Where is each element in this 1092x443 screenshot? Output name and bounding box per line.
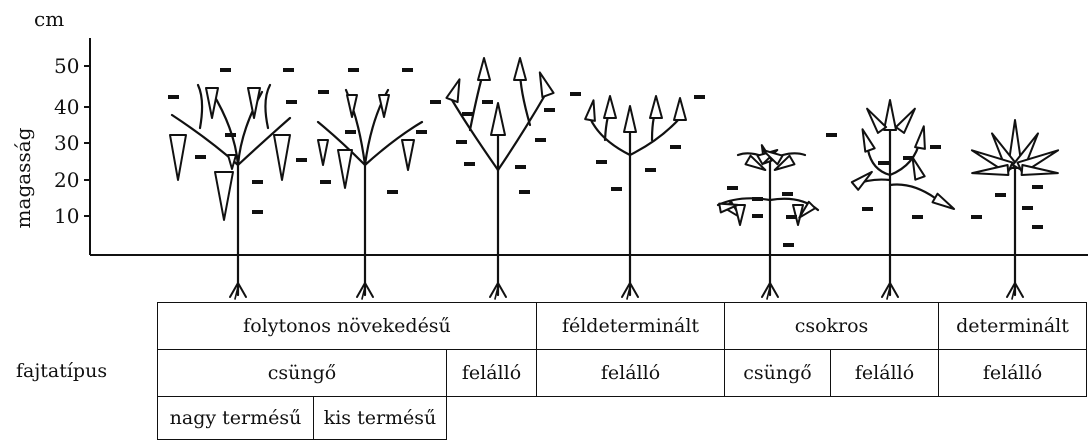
habit-cell-upright-3: felálló — [830, 349, 939, 397]
axis-label: magasság — [11, 127, 35, 228]
growth-cell-determinate: determinált — [938, 302, 1087, 350]
growth-cell-semideterminate: féldeterminált — [536, 302, 725, 350]
tick-label-10: 10 — [54, 204, 79, 228]
tick-label-20: 20 — [54, 168, 79, 192]
plant-semideterminate — [570, 92, 705, 299]
plant-upright-continuous — [446, 58, 555, 299]
growth-cell-continuous: folytonos növekedésű — [157, 302, 537, 350]
axis-unit: cm — [34, 7, 64, 31]
plant-cluster-hanging — [718, 145, 818, 299]
plants-layer — [168, 58, 1058, 299]
fruit-cell-large: nagy termésű — [157, 396, 314, 440]
tick-label-30: 30 — [54, 131, 79, 155]
plant-hanging-small-fruit — [318, 68, 441, 299]
habit-cell-upright-1: felálló — [446, 349, 537, 397]
habit-cell-hanging-1: csüngő — [157, 349, 447, 397]
plant-determinate — [971, 120, 1058, 299]
habit-cell-upright-4: felálló — [938, 349, 1087, 397]
tick-label-50: 50 — [54, 54, 79, 78]
growth-cell-cluster: csokros — [724, 302, 939, 350]
habit-cell-hanging-2: csüngő — [724, 349, 831, 397]
habit-cell-upright-2: felálló — [536, 349, 725, 397]
fruit-cell-small: kis termésű — [313, 396, 447, 440]
plant-cluster-upright — [826, 100, 954, 299]
row-label: fajtatípus — [16, 360, 107, 382]
tick-label-40: 40 — [54, 95, 79, 119]
plant-hanging-large-fruit — [168, 68, 307, 299]
